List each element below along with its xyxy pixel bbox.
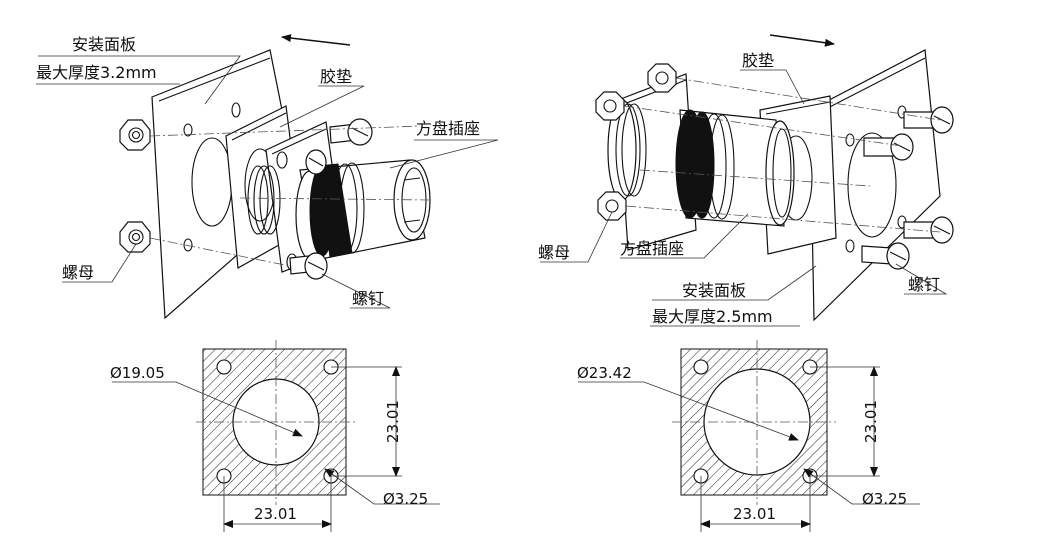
left-nut-bottom: [119, 221, 151, 253]
right-nut-bottom: [597, 191, 627, 221]
left-direction-arrow: [281, 34, 351, 46]
left-receptacle-label: 方盘插座: [416, 119, 480, 138]
left-panel-thickness: 最大厚度3.2mm: [36, 63, 157, 82]
right-nut-label: 螺母: [538, 243, 570, 262]
left-panel-label: 安装面板: [72, 35, 136, 54]
right-direction-arrow: [769, 34, 835, 47]
right-panel-thickness: 最大厚度2.5mm: [652, 307, 773, 326]
left-receptacle: [247, 121, 431, 273]
left-hole-spacing-h: 23.01: [254, 505, 297, 523]
right-screw-1: [903, 106, 954, 134]
right-screw-label: 螺钉: [908, 275, 940, 294]
right-center-hole-dia: Ø23.42: [577, 364, 632, 382]
left-nut-top: [119, 119, 151, 151]
right-nut-left: [595, 91, 625, 121]
right-receptacle-label: 方盘插座: [620, 239, 684, 258]
left-mount-hole-dia: Ø3.25: [383, 490, 428, 508]
right-panel-label: 安装面板: [682, 281, 746, 300]
right-screw-4: [861, 242, 910, 270]
right-mount-hole: [693, 359, 709, 375]
right-screw-2: [863, 133, 914, 161]
right-nut-top: [647, 63, 677, 93]
left-screw-bottom: [289, 252, 328, 280]
right-assembly: [540, 34, 954, 327]
right-hole-spacing-v: 23.01: [862, 400, 880, 443]
left-screw-mid: [305, 149, 327, 175]
left-screw-label: 螺钉: [352, 289, 384, 308]
left-gasket-label: 胶垫: [320, 67, 352, 86]
left-assembly: [36, 34, 499, 320]
left-center-hole-dia: Ø19.05: [110, 364, 165, 382]
left-mount-hole: [216, 359, 232, 375]
left-nut-label: 螺母: [62, 263, 94, 282]
left-hole-spacing-v: 23.01: [384, 400, 402, 443]
right-hole-spacing-h: 23.01: [733, 505, 776, 523]
right-cutout: [578, 340, 920, 532]
right-gasket-label: 胶垫: [742, 51, 774, 70]
left-screw-top: [329, 118, 373, 146]
right-mount-hole-dia: Ø3.25: [862, 490, 907, 508]
right-receptacle: [607, 73, 795, 251]
left-cutout: [112, 340, 440, 532]
